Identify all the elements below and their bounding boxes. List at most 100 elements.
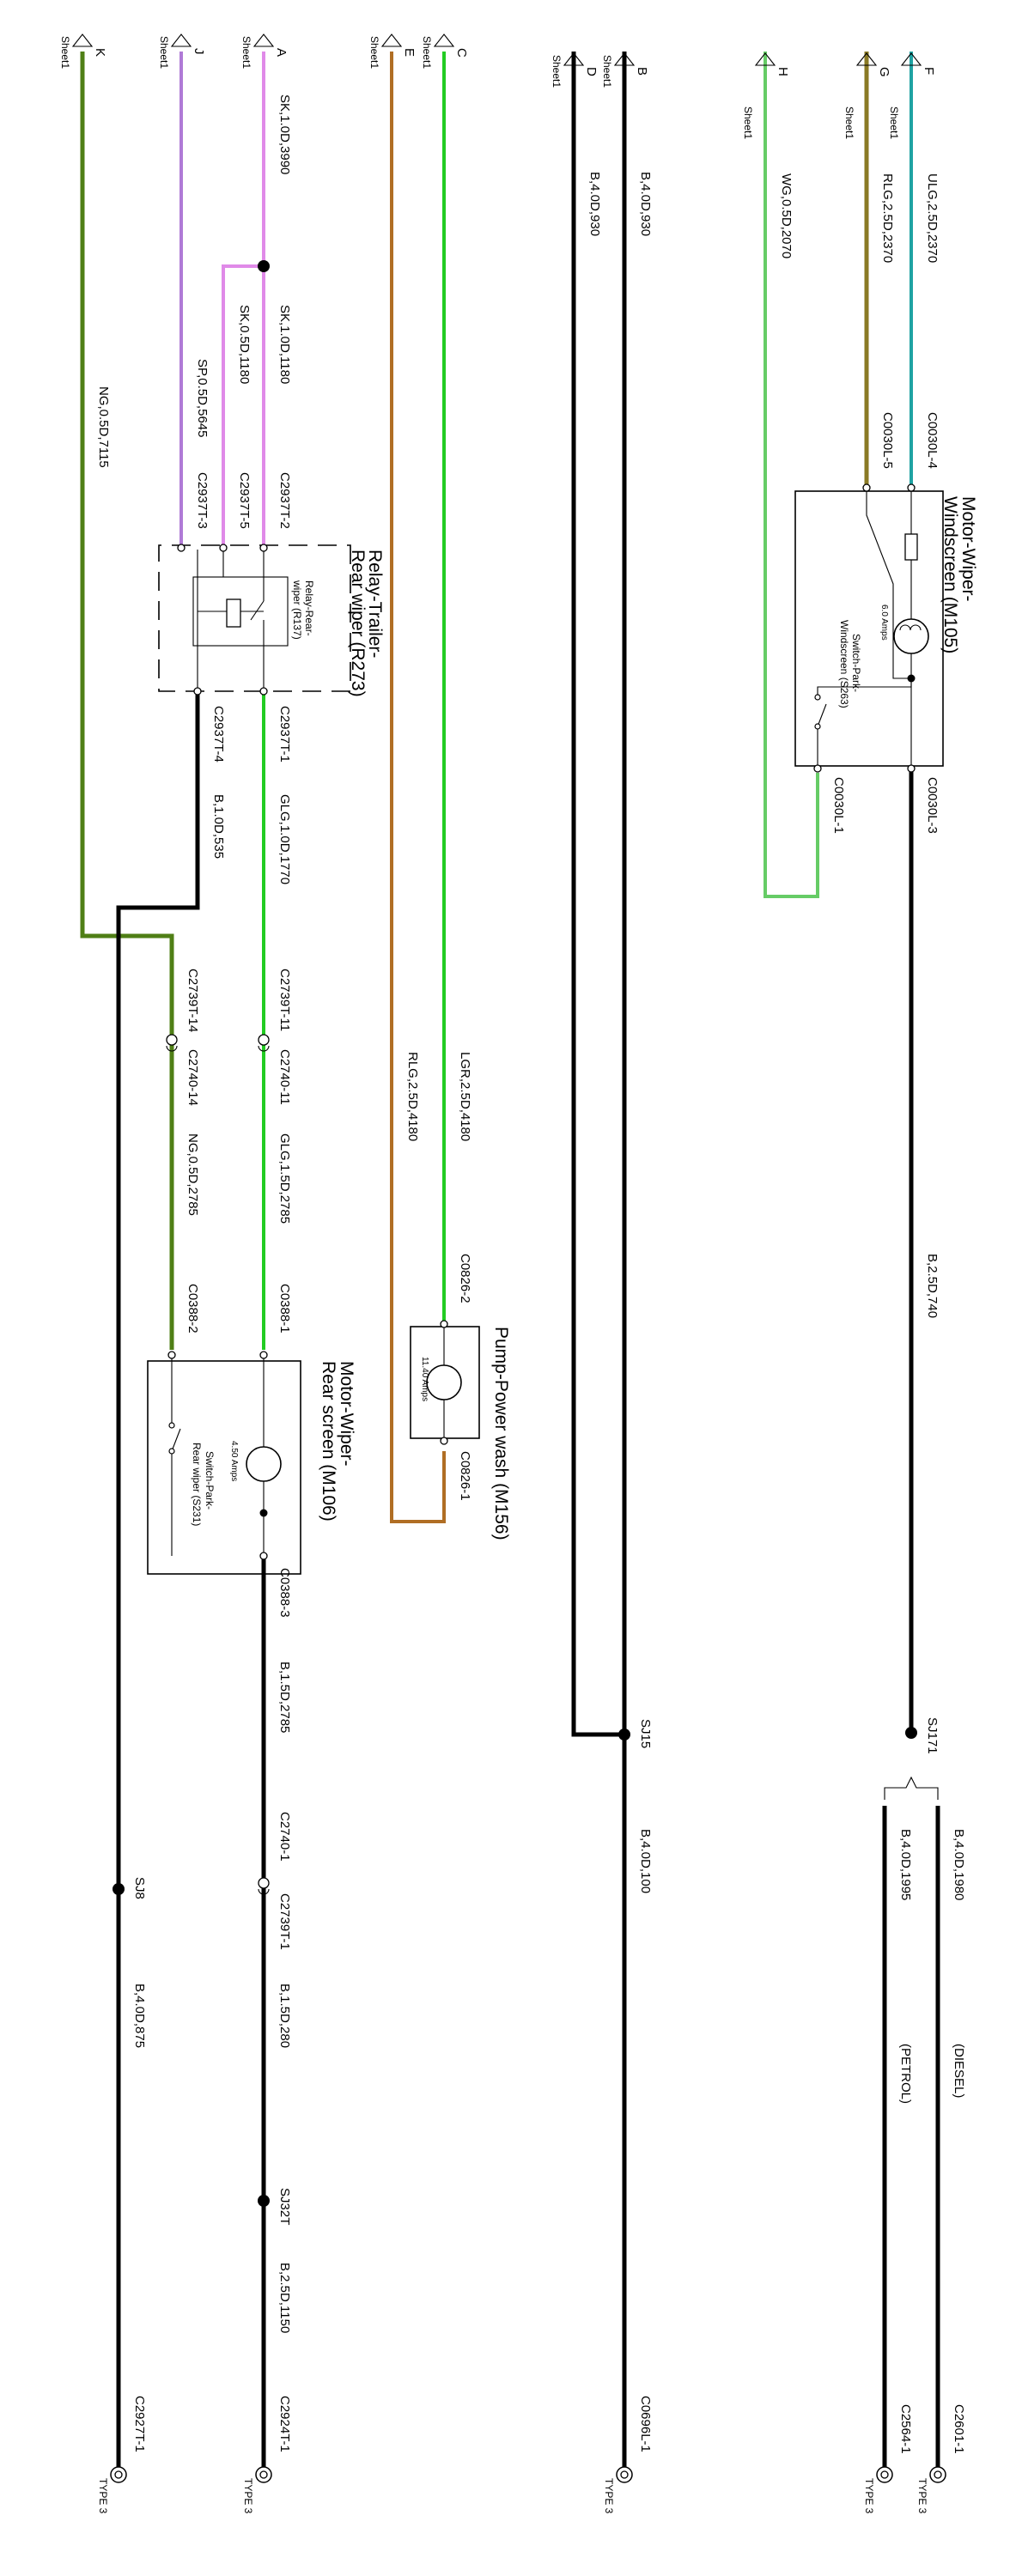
splice-label: SJ15 [638, 1719, 653, 1748]
sheet-ref-sheet: Sheet1 [158, 36, 170, 69]
sheet-ref-h[interactable]: H Sheet1 [742, 52, 790, 139]
wire-label: RLG,2.5D,2370 [880, 173, 895, 263]
splice-label: SJ32T [277, 2188, 292, 2225]
ground-label: C2601-1 [952, 2404, 966, 2454]
sheet-ref-e[interactable]: E Sheet1 [368, 33, 417, 69]
connector-label: C0030L-4 [925, 412, 940, 469]
sheet-ref-g[interactable]: G Sheet1 [843, 52, 891, 139]
sheet-ref-f[interactable]: F Sheet1 [888, 52, 936, 139]
splice-label: SJ8 [132, 1877, 147, 1899]
wire-e-rlg-4180[interactable] [390, 52, 446, 1523]
sheet-ref-letter: C [454, 48, 469, 58]
sheet-ref-letter: J [192, 48, 206, 55]
wire-k-ng-7115[interactable] [80, 52, 174, 1056]
wire-h-wg-2070[interactable] [764, 52, 819, 898]
connector-label: C2937T-5 [237, 472, 252, 529]
sheet-ref-j[interactable]: J Sheet1 [158, 33, 206, 69]
wire-label: B,4.0D,930 [638, 172, 653, 236]
pump-power-wash-m156[interactable]: Pump-Power wash (M156) 11.40 Amps [410, 1326, 511, 1540]
connector-labels: C2937T-3 C2937T-5 C2937T-2 C2937T-4 C293… [132, 412, 966, 2454]
sheet-ref-a[interactable]: A Sheet1 [240, 33, 289, 69]
sheet-ref-sheet: Sheet1 [888, 106, 900, 139]
connector-label: C2740-1 [277, 1812, 292, 1862]
splice-sj171[interactable] [905, 1727, 917, 1739]
ground-c2924t-1[interactable]: TYPE 3 [242, 2466, 272, 2514]
sheet-ref-c[interactable]: C Sheet1 [421, 33, 469, 69]
splice-sj28t[interactable] [258, 260, 270, 272]
wire-label: NG,0.5D,2785 [186, 1133, 200, 1216]
ground-symbols: TYPE 3 TYPE 3 TYPE 3 TYPE 3 TYPE 3 [97, 2466, 946, 2514]
motor-wiper-rear-screen-m106[interactable]: Motor-Wiper- Rear screen (M106) 4.50 Amp… [147, 1355, 356, 1575]
connector-label: C2937T-2 [277, 472, 292, 529]
sheet-ref-sheet: Sheet1 [421, 36, 433, 69]
wire-sk-0.5-1180[interactable] [222, 264, 264, 548]
splice-sj8[interactable] [113, 1883, 125, 1895]
component-title: Windscreen (M105) [940, 496, 960, 653]
ground-c2564-1[interactable]: TYPE 3 [863, 2466, 893, 2514]
relay-trailer-rear-wiper-r273[interactable]: Relay-Trailer- Rear wiper (R273) Relay-R… [158, 544, 385, 697]
connector-label: C0388-1 [277, 1284, 292, 1334]
ground-type: TYPE 3 [863, 2478, 875, 2514]
sheet-ref-sheet: Sheet1 [601, 55, 613, 88]
motor-wiper-windscreen-m105[interactable]: Motor-Wiper- Windscreen (M105) 6.0 Amps … [794, 490, 978, 769]
connector-label: C2937T-4 [211, 706, 226, 762]
sheet-ref-letter: D [584, 67, 599, 76]
ground-label: C2927T-1 [132, 2396, 147, 2452]
splice-sj32t[interactable] [258, 2195, 270, 2207]
sheet-ref-sheet: Sheet1 [843, 106, 855, 139]
wire-label: SP,0.5D,5645 [195, 359, 210, 437]
wire-label: B,1.5D,280 [277, 1984, 292, 2048]
wire-label: B,2.5D,740 [925, 1254, 940, 1318]
wire-b-535[interactable] [116, 691, 200, 2473]
variant-label: (PETROL) [898, 2044, 913, 2104]
motor-winding-icon [899, 624, 922, 631]
splices [113, 260, 917, 2207]
sheet-ref-sheet: Sheet1 [240, 36, 252, 69]
ground-c2601-1[interactable]: TYPE 3 [916, 2466, 946, 2514]
wire-label: B,4.0D,100 [638, 1829, 653, 1893]
component-title: Motor-Wiper- [958, 496, 978, 602]
connector-label: C2739T-14 [186, 969, 200, 1032]
sheet-ref-letter: F [922, 67, 936, 75]
wire-label: NG,0.5D,7115 [96, 386, 111, 468]
ground-type: TYPE 3 [97, 2478, 109, 2514]
sheet-ref-letter: G [877, 67, 891, 77]
ground-label: C2924T-1 [277, 2396, 292, 2452]
relay-inner-label: wiper (R137) [291, 580, 303, 640]
motor-icon [246, 1446, 282, 1482]
splice-sj15[interactable] [618, 1728, 630, 1741]
connector-label: C2937T-3 [195, 472, 210, 529]
sheet-ref-letter: B [635, 67, 649, 76]
ground-c2927t-1[interactable]: TYPE 3 [97, 2466, 127, 2514]
ground-type: TYPE 3 [916, 2478, 928, 2514]
switch-label: Switch-Park- [850, 634, 862, 692]
connector-label: C0030L-1 [831, 777, 846, 834]
switch-label: Switch-Park- [204, 1451, 216, 1510]
switch-label: Rear wiper (S231) [191, 1443, 203, 1526]
motor-rating: 6.0 Amps [879, 605, 889, 641]
sheet-ref-sheet: Sheet1 [551, 55, 563, 88]
connector-label: C2740-14 [186, 1049, 200, 1106]
wire-labels: NG,0.5D,7115 SP,0.5D,5645 SK,1.0D,3990 S… [96, 94, 966, 2333]
sheet-ref-b[interactable]: B Sheet1 [601, 52, 649, 88]
wire-label: GLG,1.5D,2785 [277, 1133, 292, 1224]
connector-label: C2740-11 [277, 1049, 292, 1105]
ground-c0696l-1[interactable]: TYPE 3 [603, 2466, 633, 2514]
wire-label: GLG,1.0D,1770 [277, 794, 292, 884]
sheet-ref-letter: E [402, 48, 417, 57]
sheet-ref-d[interactable]: D Sheet1 [551, 52, 599, 88]
sheet-ref-sheet: Sheet1 [368, 36, 380, 69]
sheet-ref-letter: H [776, 67, 790, 76]
relay-coil-icon [226, 598, 241, 628]
component-title: Rear wiper (R273) [348, 550, 368, 697]
wire-label: B,4.0D,930 [587, 172, 602, 236]
ground-type: TYPE 3 [603, 2478, 615, 2514]
connector-label: C0030L-3 [925, 777, 940, 834]
wire-d-b-930[interactable] [571, 52, 624, 1737]
splice-label: SJ171 [925, 1717, 940, 1754]
ground-type: TYPE 3 [242, 2478, 254, 2514]
sheet-ref-k[interactable]: K Sheet1 [59, 33, 107, 69]
relay-contact-icon [250, 600, 265, 637]
wire-label: B,1.0D,535 [211, 794, 226, 859]
